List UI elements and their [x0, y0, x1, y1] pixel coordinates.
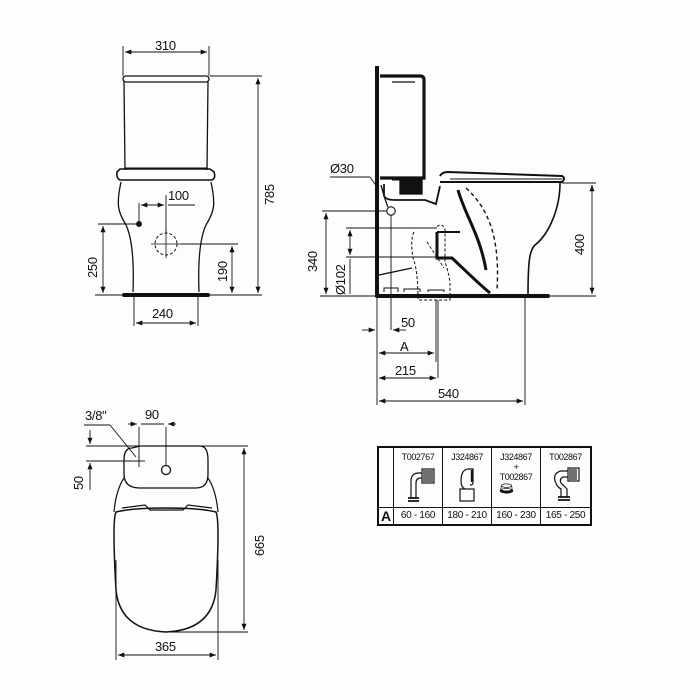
fitting-code: T002767 [401, 452, 435, 462]
fitting-column-2: J324867 [443, 448, 492, 507]
dim-front-inlet-offset: 100 [168, 188, 189, 203]
fitting-column-4: T002867 [541, 448, 590, 507]
fitting-range: 160 - 230 [492, 507, 541, 524]
fitting-range: 165 - 250 [541, 507, 590, 524]
dim-front-inlet-height: 250 [85, 257, 100, 278]
fitting-code: J324867 [451, 452, 483, 462]
table-row-label: A [379, 507, 394, 524]
fittings-table: T002767 J324867 J324867 + T002867 [377, 446, 592, 526]
dim-top-total-width: 365 [155, 639, 176, 654]
dim-front-outlet-height: 190 [215, 261, 230, 282]
dim-side-outlet-distance: 215 [395, 363, 416, 378]
fitting-code: J324867 + T002867 [499, 452, 533, 482]
dim-front-base-width: 240 [152, 306, 173, 321]
dim-side-inlet-diameter: Ø30 [330, 161, 354, 176]
fitting-column-3: J324867 + T002867 [492, 448, 541, 507]
elbow-connector-icon [408, 468, 435, 502]
fitting-range: 60 - 160 [394, 507, 443, 524]
dim-top-hole-offset: 50 [71, 476, 86, 490]
side-view-dimensions [320, 176, 596, 405]
dim-top-hole-spacing: 90 [145, 407, 159, 422]
top-view-dimensions [84, 421, 248, 660]
side-view [375, 66, 565, 301]
table-corner-cell [379, 448, 394, 507]
top-view [113, 445, 219, 633]
fitting-code: T002867 [549, 452, 582, 462]
offset-connector-icon [554, 467, 580, 501]
front-view [116, 75, 216, 297]
dim-side-A: A [400, 339, 409, 354]
dim-side-outlet-diameter: Ø102 [333, 264, 348, 295]
dim-side-inlet-height: 340 [305, 251, 320, 272]
fitting-column-1: T002767 [394, 448, 443, 507]
dim-front-total-height: 785 [262, 184, 277, 205]
dim-side-wall-offset: 50 [401, 315, 415, 330]
straight-connector-icon [459, 468, 475, 502]
dim-side-total-depth: 540 [438, 386, 459, 401]
fitting-range: 180 - 210 [443, 507, 492, 524]
dim-front-width: 310 [155, 38, 176, 53]
front-view-dimensions [95, 46, 262, 326]
extension-ring-icon [499, 483, 514, 494]
dim-top-thread-size: 3/8" [85, 408, 107, 423]
dim-top-total-length: 665 [252, 535, 267, 556]
dim-side-seat-height: 400 [572, 234, 587, 255]
